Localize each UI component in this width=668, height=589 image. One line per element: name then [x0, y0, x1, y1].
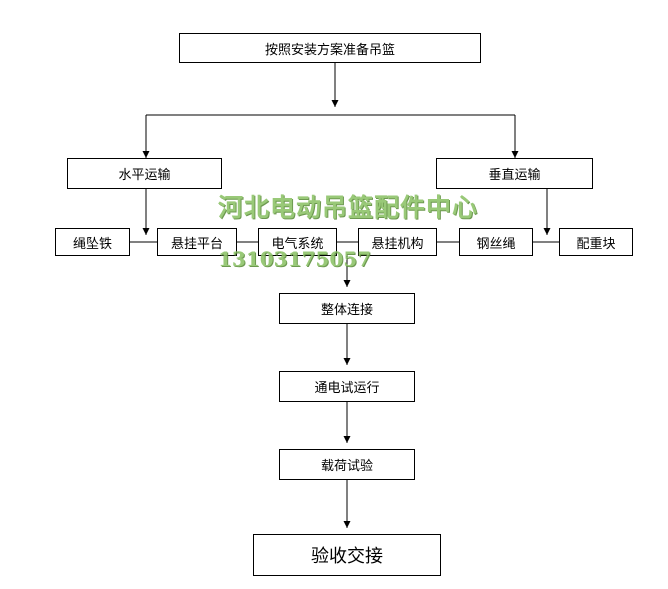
component-platform: 悬挂平台 [157, 228, 237, 256]
component-electrical: 电气系统 [258, 228, 337, 256]
start-box: 按照安装方案准备吊篮 [179, 33, 481, 63]
final-acceptance-box: 验收交接 [253, 534, 441, 576]
step-overall-connection: 整体连接 [279, 293, 415, 324]
horizontal-transport-box: 水平运输 [67, 158, 222, 189]
component-rope-weight: 绳坠铁 [55, 228, 130, 256]
step-load-test: 载荷试验 [279, 449, 415, 480]
component-suspension: 悬挂机构 [358, 228, 437, 256]
step-power-test-run: 通电试运行 [279, 371, 415, 402]
component-wire-rope: 钢丝绳 [459, 228, 533, 256]
vertical-transport-box: 垂直运输 [436, 158, 593, 189]
component-counterweight: 配重块 [559, 228, 633, 256]
